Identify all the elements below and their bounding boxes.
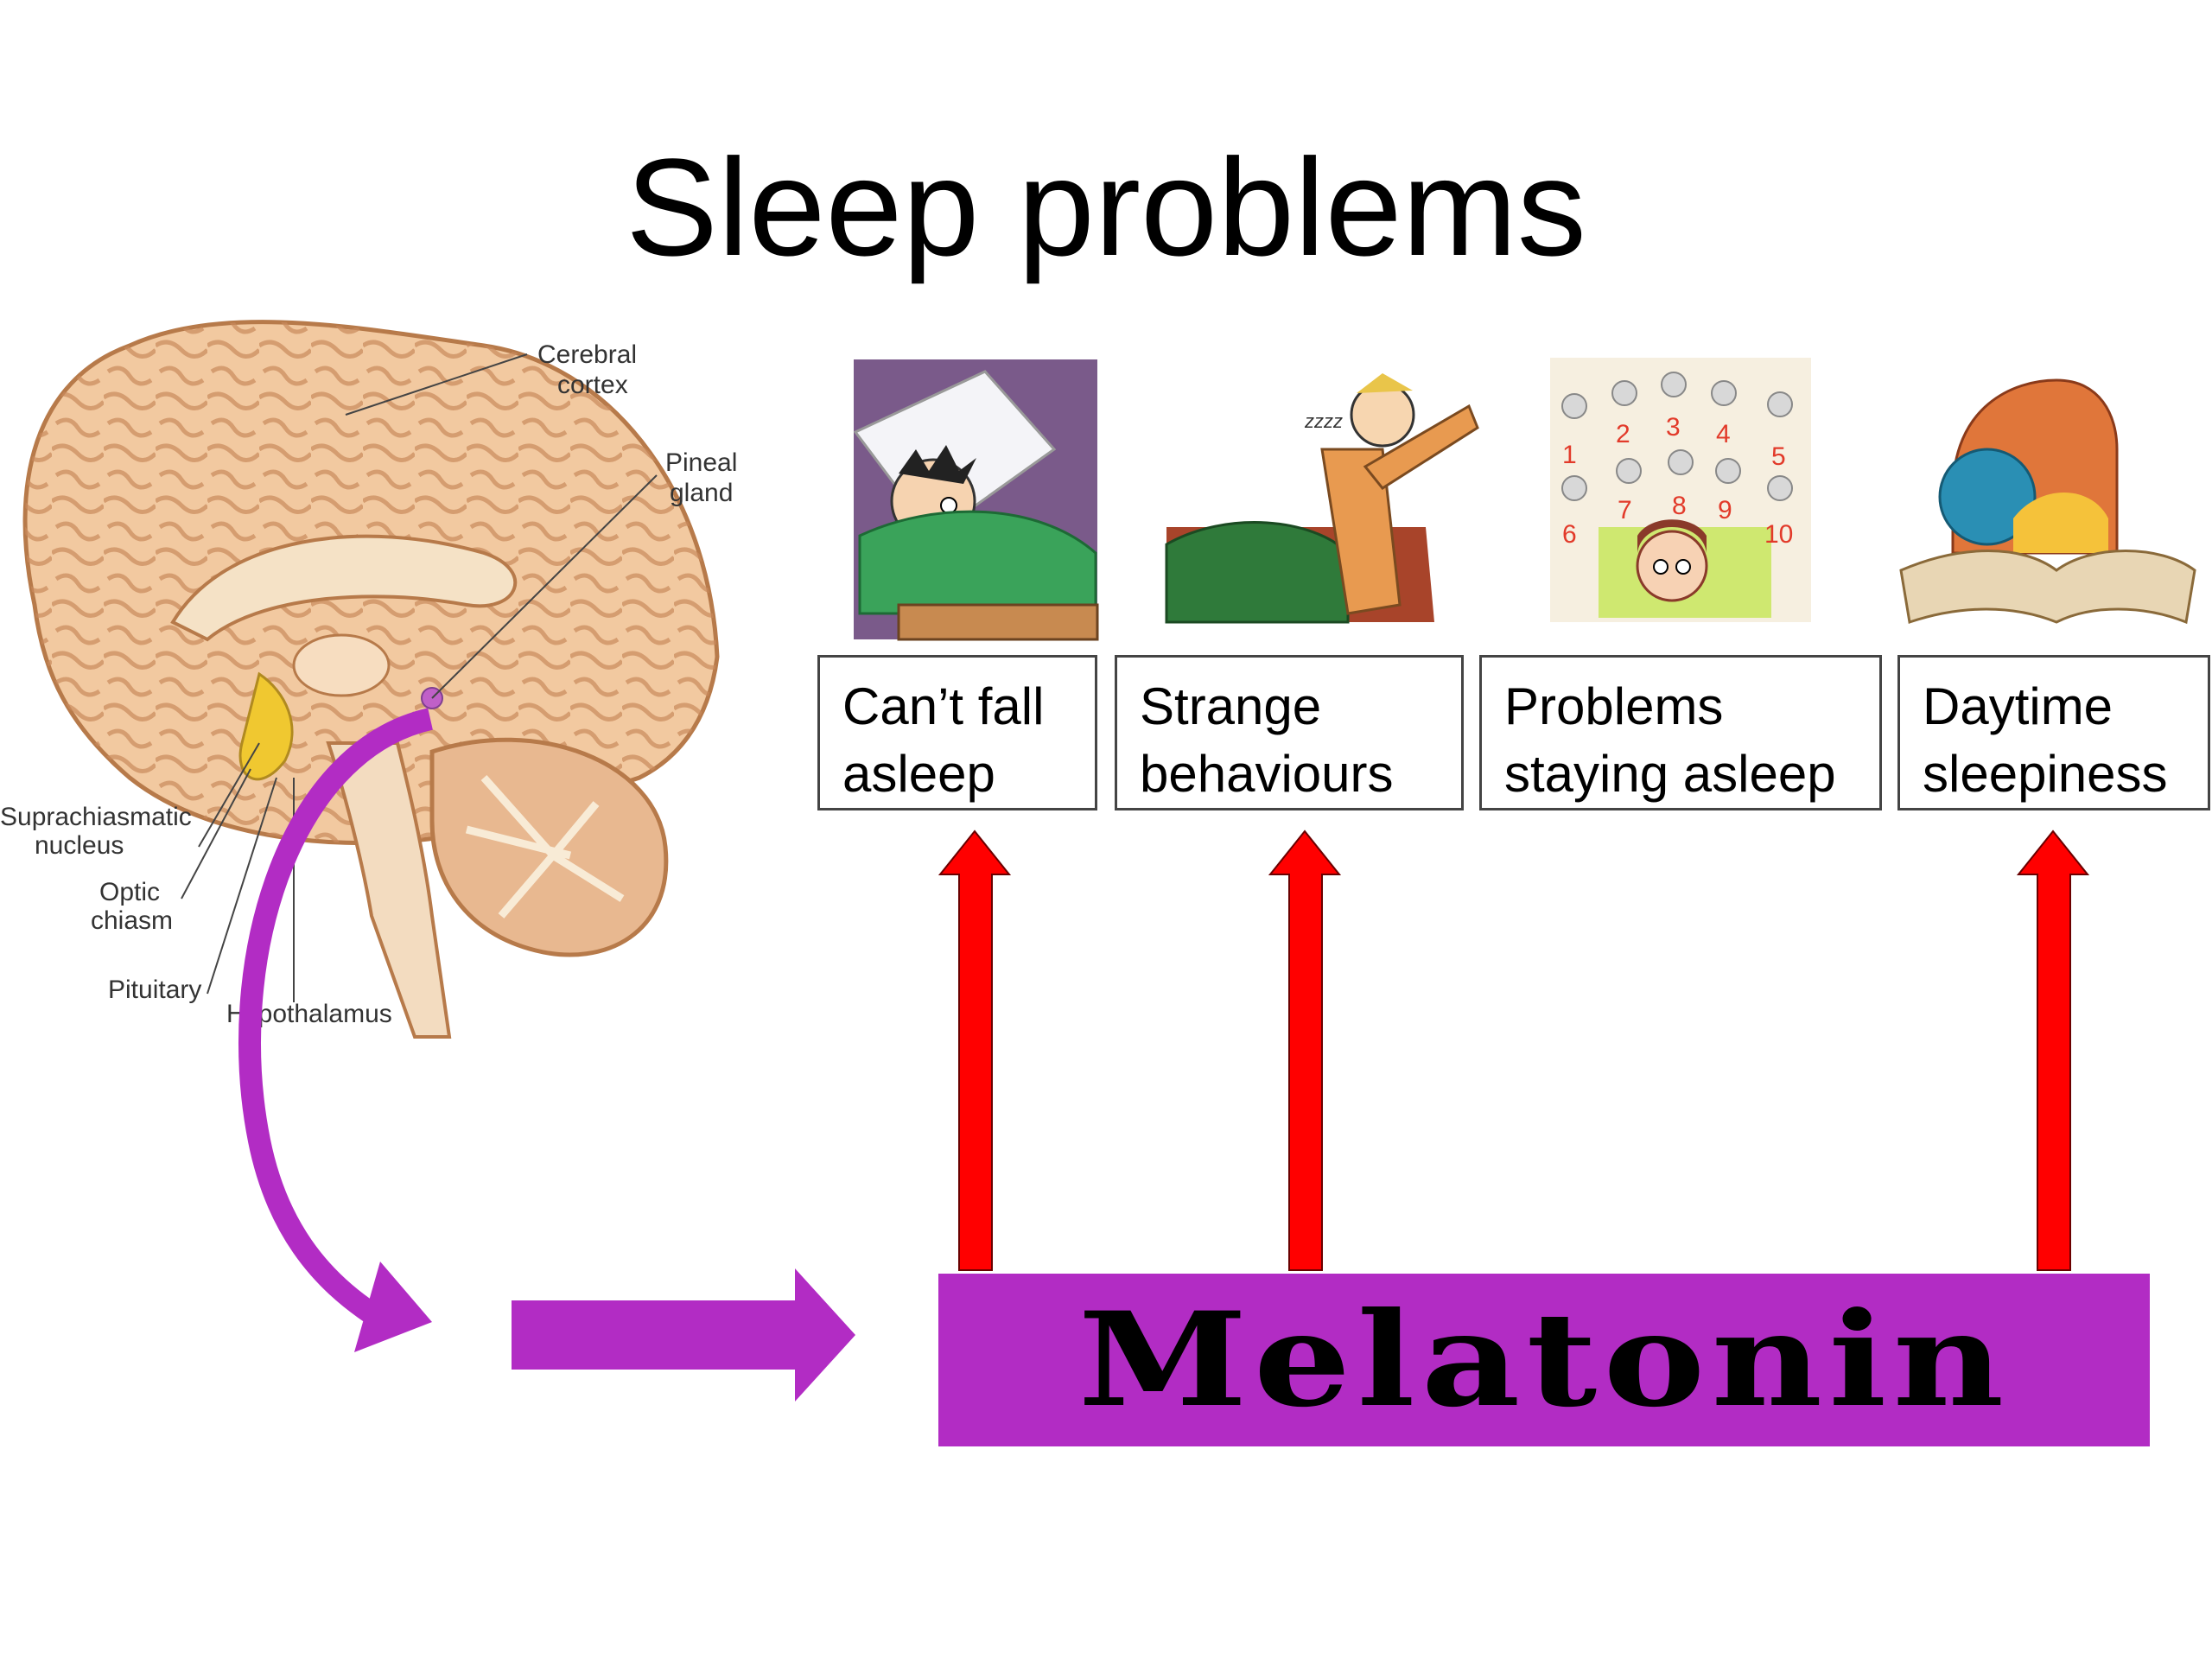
sleepwalker-icon: zzzz — [1165, 373, 1479, 624]
problem-line-2: staying asleep — [1504, 745, 1836, 803]
red-arrow-2 — [1268, 830, 1342, 1271]
thalamus-shape — [292, 633, 391, 697]
label-cortex: cortex — [557, 371, 628, 399]
page-title: Sleep problems — [626, 130, 1586, 284]
child-in-bed-icon — [853, 359, 1099, 641]
sheep-number-8: 8 — [1672, 492, 1687, 520]
problem-line-1: Daytime — [1923, 677, 2113, 735]
curved-purple-arrow — [238, 708, 434, 1323]
problem-line-2: sleepiness — [1923, 745, 2168, 803]
problem-box-staying-asleep: Problems staying asleep — [1479, 655, 1882, 810]
problem-box-daytime-sleepiness: Daytime sleepiness — [1897, 655, 2210, 810]
label-nucleus: nucleus — [35, 831, 124, 860]
counting-sheep-icon: 1 2 3 4 5 6 7 8 9 10 — [1550, 358, 1811, 622]
label-pineal: Pineal — [665, 448, 737, 477]
sheep-number-9: 9 — [1718, 496, 1732, 524]
straight-purple-arrow — [512, 1268, 855, 1402]
snore-text: zzzz — [1304, 410, 1343, 432]
problem-line-1: Can’t fall — [842, 677, 1045, 735]
problem-line-1: Strange — [1140, 677, 1322, 735]
sleeping-on-book-icon — [1899, 378, 2196, 625]
sheep-number-10: 10 — [1764, 520, 1793, 549]
red-arrows — [938, 830, 2090, 1271]
label-chiasm: chiasm — [91, 906, 173, 935]
sheep-number-7: 7 — [1618, 496, 1632, 524]
brain-illustration: Cerebral cortex Pineal gland Suprachiasm… — [0, 320, 737, 1039]
label-cerebral: Cerebral — [537, 340, 637, 369]
label-gland: gland — [670, 479, 733, 507]
sheep-number-4: 4 — [1716, 420, 1731, 448]
red-arrow-1 — [938, 830, 1012, 1271]
problem-line-2: asleep — [842, 745, 995, 803]
corpus-callosum-shape — [170, 534, 518, 642]
purple-arrows — [238, 708, 855, 1402]
brainstem-shape — [326, 741, 452, 1039]
sheep-number-1: 1 — [1562, 441, 1577, 469]
melatonin-bar: Melatonin — [938, 1274, 2150, 1446]
sheep-number-3: 3 — [1666, 413, 1681, 442]
problem-line-2: behaviours — [1140, 745, 1394, 803]
label-optic: Optic — [99, 878, 160, 906]
red-arrow-4 — [2016, 830, 2090, 1271]
sheep-number-5: 5 — [1771, 442, 1786, 471]
label-suprachiasmatic: Suprachiasmatic — [0, 803, 192, 831]
sheep-number-6: 6 — [1562, 520, 1577, 549]
problem-line-1: Problems — [1504, 677, 1724, 735]
label-pituitary: Pituitary — [108, 976, 201, 1004]
problem-box-cant-fall-asleep: Can’t fall asleep — [817, 655, 1097, 810]
problem-box-strange-behaviours: Strange behaviours — [1115, 655, 1464, 810]
sheep-number-2: 2 — [1616, 420, 1630, 448]
melatonin-label: Melatonin — [1077, 1284, 2011, 1436]
